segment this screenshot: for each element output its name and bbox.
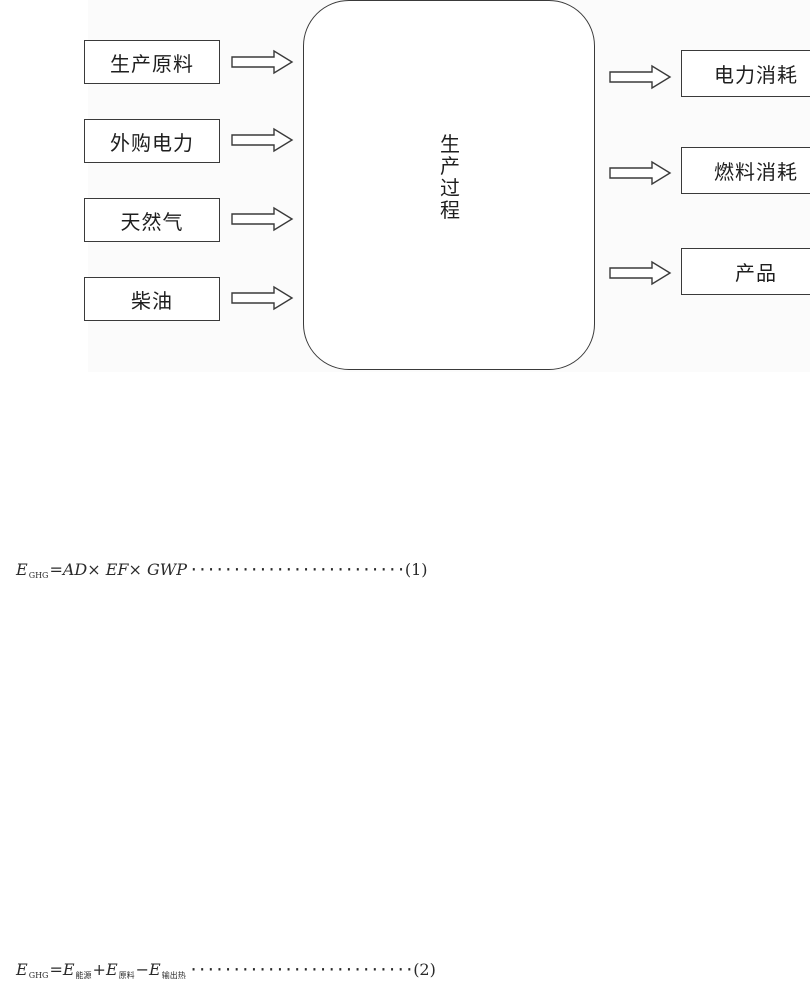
formula-1-lhs: E xyxy=(16,560,28,579)
output-arrow-icon xyxy=(609,260,672,286)
output-box-fuel-consumption: 燃料消耗 xyxy=(681,147,810,194)
input-box-purchased-electricity: 外购电力 xyxy=(84,119,220,163)
formula-2-term-energy-subscript: 能源 xyxy=(75,971,92,980)
output-box-product: 产品 xyxy=(681,248,810,295)
process-label-char: 过 xyxy=(440,176,460,200)
input-box-natural-gas: 天然气 xyxy=(84,198,220,242)
output-arrow-icon xyxy=(609,64,672,90)
process-label-char: 程 xyxy=(440,198,460,222)
production-process-label: 生 产 过 程 xyxy=(427,133,473,221)
formula-1-number: (1) xyxy=(404,560,428,579)
input-box-raw-materials: 生产原料 xyxy=(84,40,220,84)
output-arrow-icon xyxy=(609,160,672,186)
formula-2-lhs-subscript: GHG xyxy=(28,971,49,980)
formula-1-leader-dots: ························· xyxy=(189,560,406,579)
formula-2: E GHG =E 能源 +E 原料 −E 输出热 ···············… xyxy=(16,960,436,980)
input-box-diesel: 柴油 xyxy=(84,277,220,321)
formula-2-term-materials: +E xyxy=(92,960,118,979)
formula-2-term-exported-heat: −E xyxy=(135,960,161,979)
input-arrow-icon xyxy=(231,285,294,311)
formula-1: E GHG =AD× EF× GWP ·····················… xyxy=(16,560,428,580)
formula-2-number: (2) xyxy=(413,960,436,979)
formula-2-term-energy: =E xyxy=(49,960,75,979)
output-box-electricity-consumption: 电力消耗 xyxy=(681,50,810,97)
formula-2-leader-dots: ·························· xyxy=(188,960,414,979)
process-label-char: 生 xyxy=(440,132,460,156)
input-arrow-icon xyxy=(231,49,294,75)
input-arrow-icon xyxy=(231,127,294,153)
process-label-char: 产 xyxy=(440,154,460,178)
formula-1-lhs-subscript: GHG xyxy=(28,571,49,580)
formula-2-term-exported-heat-subscript: 输出热 xyxy=(161,971,186,980)
formula-1-rhs: =AD× EF× GWP xyxy=(49,560,187,579)
formula-2-lhs: E xyxy=(16,960,28,979)
production-process-box xyxy=(303,0,595,370)
formula-2-term-materials-subscript: 原料 xyxy=(118,971,135,980)
input-arrow-icon xyxy=(231,206,294,232)
